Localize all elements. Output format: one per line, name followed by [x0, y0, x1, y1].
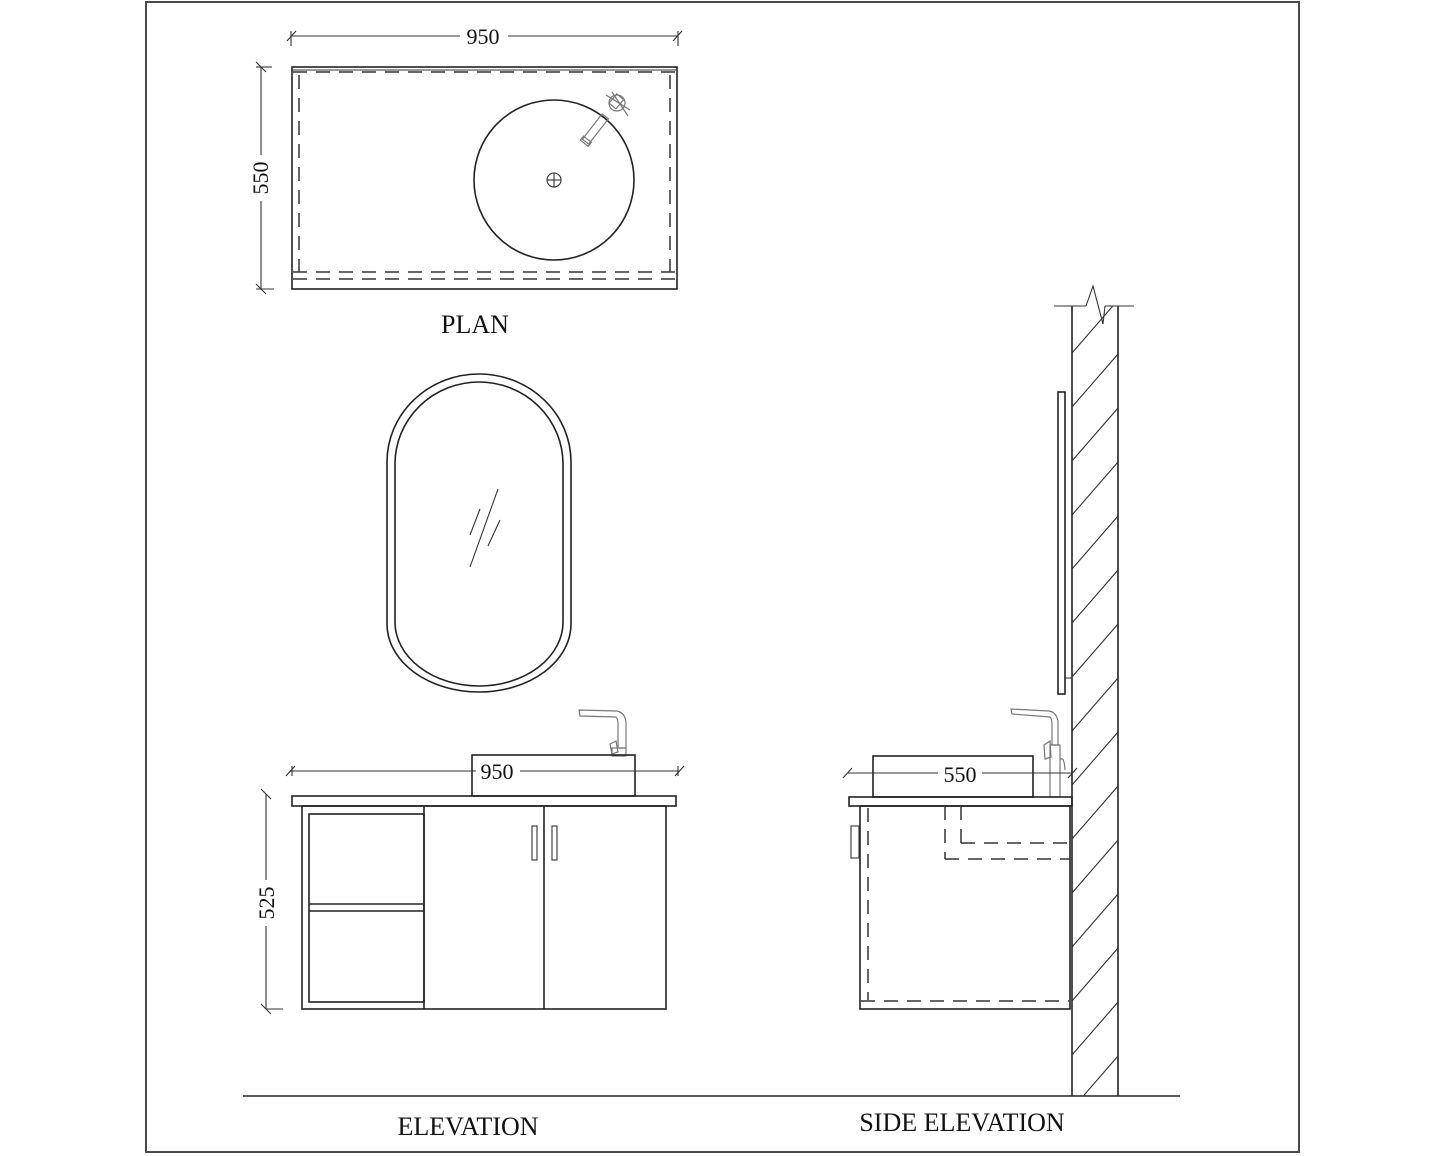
wall-section-hatched	[1054, 284, 1134, 1096]
side-depth-dimension: 550	[842, 762, 1078, 787]
drawing-frame	[145, 1, 1300, 1153]
plan-depth-label: 550	[248, 162, 273, 195]
front-elevation-view: 950 525	[254, 709, 685, 1015]
plan-title: PLAN	[441, 310, 509, 339]
drain-icon	[546, 172, 562, 188]
plan-basin	[473, 99, 635, 261]
side-depth-label: 550	[944, 762, 977, 787]
glass-reflection-icon	[469, 488, 501, 568]
elevation-width-label: 950	[481, 759, 514, 784]
plan-depth-dimension: 550	[248, 61, 274, 295]
plan-width-dimension: 950	[286, 22, 683, 49]
elevation-width-dimension: 950	[285, 759, 685, 784]
cabinet-doors	[531, 806, 558, 1009]
elevation-cabinet-body	[301, 805, 667, 1010]
side-handle-icon	[850, 825, 860, 859]
break-line-icon	[1085, 284, 1106, 325]
plan-countertop-outline	[291, 66, 678, 290]
side-mirror-profile	[1057, 391, 1066, 695]
elevation-height-dimension: 525	[254, 788, 283, 1015]
door-handle-right-icon	[551, 825, 558, 861]
plan-width-label: 950	[467, 24, 500, 49]
oval-mirror	[386, 373, 572, 693]
plan-view: 950 550	[248, 22, 683, 339]
elevation-faucet-icon	[578, 709, 627, 757]
side-hidden-lines	[861, 806, 1070, 1002]
elevation-countertop	[291, 795, 677, 807]
door-handle-left-icon	[531, 825, 538, 861]
side-cabinet-body	[859, 805, 1071, 1010]
side-elevation-title: SIDE ELEVATION	[859, 1108, 1065, 1137]
elevation-height-label: 525	[254, 887, 279, 920]
plan-faucet-icon	[579, 91, 631, 148]
open-shelf-unit	[308, 806, 425, 1009]
elevation-title: ELEVATION	[397, 1112, 538, 1141]
side-elevation-view: 550	[842, 284, 1134, 1096]
side-faucet-icon	[1010, 708, 1066, 798]
plan-hidden-cabinet-lines	[293, 71, 676, 280]
side-countertop	[848, 796, 1073, 807]
